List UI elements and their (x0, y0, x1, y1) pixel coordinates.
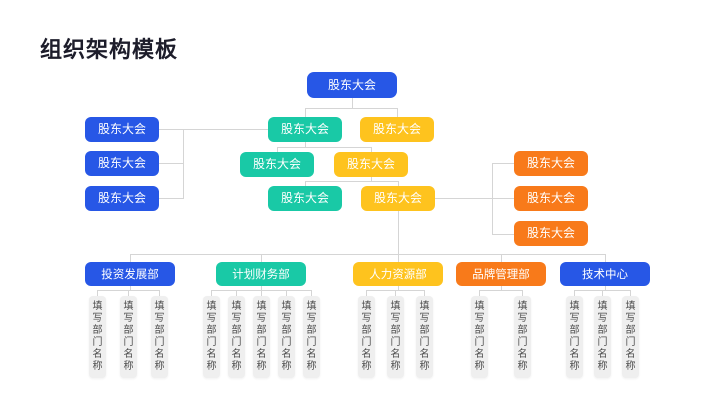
connector-line (424, 290, 425, 296)
connector-line (305, 181, 306, 186)
connector-line (397, 108, 398, 117)
child-placeholder-box[interactable]: 填写部门名称 (514, 296, 531, 378)
connector-line (398, 286, 399, 290)
connector-line (479, 290, 480, 296)
connector-line (159, 129, 268, 130)
node-right-1[interactable]: 股东大会 (514, 151, 588, 176)
connector-line (305, 181, 398, 182)
connector-line (97, 290, 98, 296)
connector-line (305, 108, 397, 109)
node-right-2[interactable]: 股东大会 (514, 186, 588, 211)
node-dept-investment[interactable]: 投资发展部 (85, 262, 175, 286)
node-level3-yellow[interactable]: 股东大会 (334, 152, 408, 177)
connector-line (602, 290, 603, 296)
child-placeholder-box[interactable]: 填写部门名称 (358, 296, 375, 378)
node-left-3[interactable]: 股东大会 (85, 186, 159, 211)
connector-line (236, 290, 237, 296)
node-level2-teal[interactable]: 股东大会 (268, 117, 342, 142)
connector-line (605, 286, 606, 290)
child-placeholder-box[interactable]: 填写部门名称 (253, 296, 270, 378)
connector-line (261, 254, 262, 262)
child-placeholder-box[interactable]: 填写部门名称 (89, 296, 106, 378)
child-placeholder-box[interactable]: 填写部门名称 (228, 296, 245, 378)
connector-line (366, 290, 367, 296)
page-title: 组织架构模板 (40, 38, 179, 63)
node-dept-brand[interactable]: 品牌管理部 (456, 262, 546, 286)
connector-line (630, 290, 631, 296)
dept-children-hr: 填写部门名称 填写部门名称 填写部门名称 (358, 296, 433, 378)
node-level4-teal[interactable]: 股东大会 (268, 186, 342, 211)
node-level4-yellow[interactable]: 股东大会 (361, 186, 435, 211)
connector-line (305, 142, 306, 147)
connector-line (492, 163, 514, 164)
connector-line (492, 198, 514, 199)
connector-line (435, 198, 492, 199)
connector-line (522, 290, 523, 296)
connector-line (398, 211, 399, 254)
connector-line (130, 254, 605, 255)
connector-line (277, 147, 278, 152)
connector-line (501, 286, 502, 290)
connector-line (159, 198, 183, 199)
connector-line (398, 181, 399, 186)
connector-line (261, 290, 262, 296)
child-placeholder-box[interactable]: 填写部门名称 (594, 296, 611, 378)
connector-line (501, 254, 502, 262)
node-left-2[interactable]: 股东大会 (85, 151, 159, 176)
child-placeholder-box[interactable]: 填写部门名称 (622, 296, 639, 378)
child-placeholder-box[interactable]: 填写部门名称 (303, 296, 320, 378)
node-dept-hr[interactable]: 人力资源部 (353, 262, 443, 286)
node-dept-tech[interactable]: 技术中心 (560, 262, 650, 286)
child-placeholder-box[interactable]: 填写部门名称 (203, 296, 220, 378)
connector-line (398, 254, 399, 262)
node-dept-finance[interactable]: 计划财务部 (216, 262, 306, 286)
child-placeholder-box[interactable]: 填写部门名称 (387, 296, 404, 378)
dept-children-tech: 填写部门名称 填写部门名称 填写部门名称 (566, 296, 639, 378)
connector-line (605, 254, 606, 262)
node-level3-teal[interactable]: 股东大会 (240, 152, 314, 177)
connector-line (371, 147, 372, 152)
connector-line (159, 163, 183, 164)
child-placeholder-box[interactable]: 填写部门名称 (566, 296, 583, 378)
child-placeholder-box[interactable]: 填写部门名称 (416, 296, 433, 378)
dept-children-investment: 填写部门名称 填写部门名称 填写部门名称 (89, 296, 168, 378)
connector-line (159, 290, 160, 296)
child-placeholder-box[interactable]: 填写部门名称 (120, 296, 137, 378)
child-placeholder-box[interactable]: 填写部门名称 (278, 296, 295, 378)
connector-line (479, 290, 522, 291)
dept-children-finance: 填写部门名称 填写部门名称 填写部门名称 填写部门名称 填写部门名称 (203, 296, 320, 378)
node-left-1[interactable]: 股东大会 (85, 117, 159, 142)
connector-line (211, 290, 212, 296)
connector-line (395, 290, 396, 296)
connector-line (371, 177, 372, 181)
connector-line (305, 108, 306, 117)
connector-line (286, 290, 287, 296)
connector-line (574, 290, 575, 296)
connector-line (130, 286, 131, 290)
connector-line (261, 286, 262, 290)
connector-line (492, 234, 514, 235)
connector-line (183, 129, 184, 199)
connector-line (128, 290, 129, 296)
connector-line (130, 254, 131, 262)
connector-line (277, 147, 371, 148)
child-placeholder-box[interactable]: 填写部门名称 (471, 296, 488, 378)
dept-children-brand: 填写部门名称 填写部门名称 (471, 296, 531, 378)
connector-line (311, 290, 312, 296)
node-right-3[interactable]: 股东大会 (514, 221, 588, 246)
connector-line (352, 98, 353, 108)
child-placeholder-box[interactable]: 填写部门名称 (151, 296, 168, 378)
node-root[interactable]: 股东大会 (307, 72, 397, 98)
node-level2-yellow[interactable]: 股东大会 (360, 117, 434, 142)
